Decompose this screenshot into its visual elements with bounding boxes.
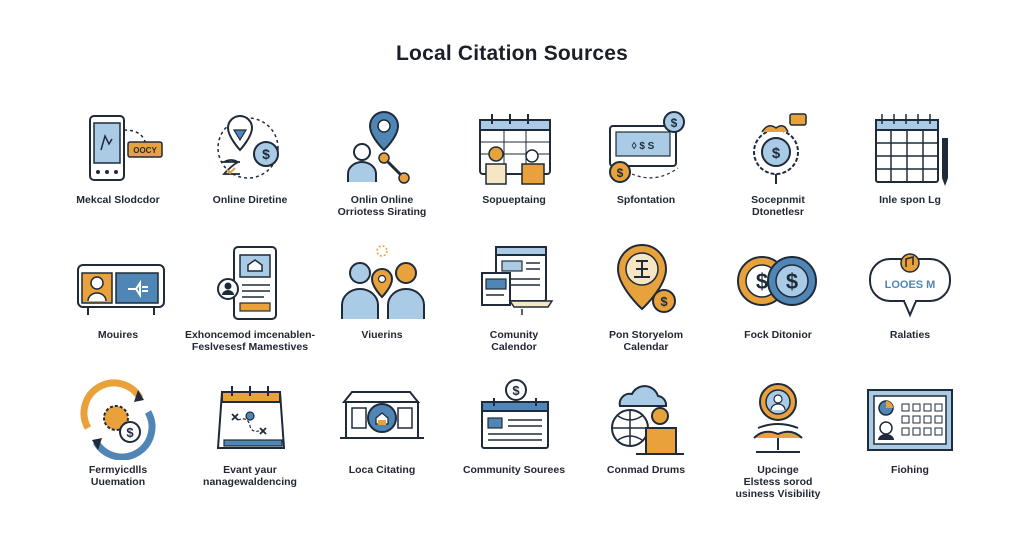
item-label: Community Sourees [462,464,566,476]
item-label: Online Diretine [212,194,288,206]
item-label: Ralaties [889,329,931,341]
gear-dollar-icon: $ [753,113,807,184]
cloud-person-icon [611,385,684,455]
page-title: Local Citation Sources [396,42,628,65]
citation-item: OOCY Mekcal Slodcdor [52,108,184,243]
svg-text:$: $ [772,145,781,162]
phone-review-icon: OOCY [89,115,163,181]
svg-text:$: $ [671,116,678,130]
location-money-icon: $ [217,114,279,179]
item-label: Loca Citating [348,464,416,476]
svg-text:$: $ [126,425,134,440]
item-label: Fiohing [891,464,929,476]
coins-icon: $ $ [737,256,817,306]
item-label: Fock Ditonior [744,329,812,341]
calendar-people-icon [479,114,551,185]
svg-text:$: $ [617,166,624,180]
screen-dollar-icon: ◊ $ S $ $ [609,111,685,183]
browser-window-icon [481,246,554,315]
dashboard-grid-icon [867,389,953,451]
speech-bubble-icon: LOOES M [869,253,951,318]
people-pin-icon [347,110,410,184]
svg-text:$: $ [262,146,270,162]
item-label: Spfontation [616,194,676,206]
bubble-text: LOOES M [885,279,936,291]
calendar-dollar-icon: $ [481,379,549,449]
citation-item: Exhoncemod imcenablen-Feslvesesf Mamesti… [184,243,316,378]
citation-item: Viuerins [316,243,448,378]
citation-item: $ $ Fock Ditonior [712,243,844,378]
item-label: Inle spon Lg [879,194,941,206]
citation-item: LOOES M Ralaties [844,243,976,378]
citation-item: Fiohing [844,378,976,513]
citation-item: $ Community Sourees [448,378,580,513]
citation-item: $ Online Diretine [184,108,316,243]
item-label: Mekcal Slodcdor [76,194,160,206]
svg-text:$: $ [786,269,798,294]
item-label: Viuerins [361,329,403,341]
citation-item: ◊ $ S $ $ Spfontation [580,108,712,243]
svg-text:$: $ [512,383,520,398]
citation-item: Sopueptaing [448,108,580,243]
tablet-home-icon [217,246,277,320]
item-label: Mouires [97,329,139,341]
item-label: Sopueptaing [482,194,546,206]
citation-item: Loca Citating [316,378,448,513]
tag-text: OOCY [133,146,157,155]
svg-text:$: $ [756,269,768,294]
citation-item: Conmad Drums [580,378,712,513]
citation-item: Inle spon Lg [844,108,976,243]
item-label: Conmad Drums [606,464,686,476]
shop-front-icon [340,391,424,439]
citation-item: Mouires [52,243,184,378]
person-hands-icon [753,383,803,453]
store-person-icon [77,264,165,315]
citation-grid: OOCY Mekcal Slodcdor $ Online Diretine [52,108,977,513]
pin-dollar-icon: $ [616,243,676,313]
calendar-pen-icon [875,114,948,186]
svg-text:◊ $ S: ◊ $ S [632,141,655,152]
svg-text:$: $ [660,294,668,309]
group-pin-icon [341,245,425,319]
cycle-dollar-icon: $ [80,379,156,460]
item-label: Exhoncemod imcenablen-Feslvesesf Mamesti… [184,329,316,353]
calendar-plan-icon [216,386,286,449]
